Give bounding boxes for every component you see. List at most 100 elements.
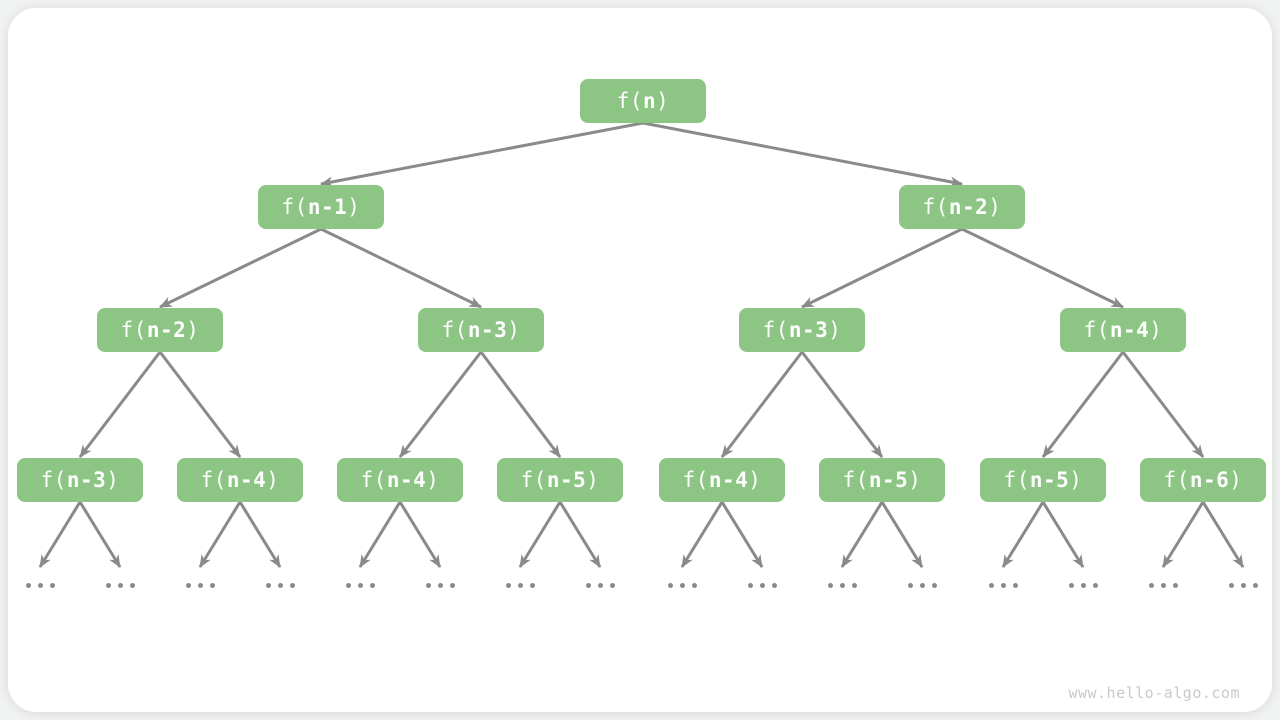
tree-node-c4: f(n-5) (497, 458, 623, 502)
diagram-card (8, 8, 1272, 712)
tree-edge-b1-c2 (158, 351, 242, 458)
node-label-pre: f( (1163, 468, 1190, 492)
node-label-pre: f( (922, 195, 949, 219)
tree-edge-c1-e1 (38, 501, 82, 568)
tree-node-b2: f(n-3) (418, 308, 544, 352)
node-label-arg: n-6 (1189, 468, 1230, 492)
ellipsis-dot (1160, 582, 1166, 588)
node-label-arg: n-2 (146, 318, 187, 342)
tree-node-b3: f(n-3) (739, 308, 865, 352)
ellipsis-dot (1252, 582, 1258, 588)
ellipsis-dot (25, 582, 31, 588)
node-label-arg: n-2 (948, 195, 989, 219)
ellipsis-e6 (425, 582, 455, 588)
tree-edge-a1-b2 (320, 227, 482, 309)
ellipsis-dot (277, 582, 283, 588)
ellipsis-dot (1068, 582, 1074, 588)
tree-edge-c7-e13 (1001, 501, 1045, 568)
ellipsis-dot (851, 582, 857, 588)
node-label-pre: f( (520, 468, 547, 492)
ellipsis-dot (988, 582, 994, 588)
node-label-post: ) (266, 468, 280, 492)
ellipsis-dot (37, 582, 43, 588)
tree-edge-b2-c3 (398, 351, 483, 458)
tree-node-c8: f(n-6) (1140, 458, 1266, 502)
node-label-arg: n-3 (66, 468, 107, 492)
tree-node-c5: f(n-4) (659, 458, 785, 502)
ellipsis-dot (585, 582, 591, 588)
node-label-post: ) (1229, 468, 1243, 492)
ellipsis-dot (1240, 582, 1246, 588)
ellipsis-dot (609, 582, 615, 588)
node-label-post: ) (186, 318, 200, 342)
node-label-post: ) (656, 89, 670, 113)
tree-node-c2: f(n-4) (177, 458, 303, 502)
tree-edge-a2-b3 (801, 227, 963, 309)
ellipsis-e10 (747, 582, 777, 588)
ellipsis-dot (209, 582, 215, 588)
ellipsis-dot (1172, 582, 1178, 588)
ellipsis-dot (49, 582, 55, 588)
ellipsis-dot (1012, 582, 1018, 588)
tree-edge-c3-e6 (398, 501, 442, 568)
tree-edge-c8-e15 (1161, 501, 1205, 568)
ellipsis-dot (1228, 582, 1234, 588)
node-label-arg: n-4 (226, 468, 267, 492)
tree-edge-a2-b4 (961, 227, 1124, 309)
tree-node-c7: f(n-5) (980, 458, 1106, 502)
ellipsis-dot (449, 582, 455, 588)
ellipsis-dot (931, 582, 937, 588)
ellipsis-dot (1148, 582, 1154, 588)
watermark: www.hello-algo.com (1068, 684, 1240, 702)
ellipsis-dot (1000, 582, 1006, 588)
ellipsis-dot (197, 582, 203, 588)
node-label-arg: n-1 (307, 195, 348, 219)
node-label-post: ) (988, 195, 1002, 219)
ellipsis-dot (919, 582, 925, 588)
ellipsis-e8 (585, 582, 615, 588)
node-label-arg: n-3 (788, 318, 829, 342)
node-label-arg: n-4 (386, 468, 427, 492)
ellipsis-e15 (1148, 582, 1178, 588)
ellipsis-e5 (345, 582, 375, 588)
tree-node-c3: f(n-4) (337, 458, 463, 502)
tree-node-root: f(n) (580, 79, 706, 123)
tree-edge-b2-c4 (479, 351, 562, 458)
node-label-pre: f( (616, 89, 643, 113)
tree-node-c6: f(n-5) (819, 458, 945, 502)
tree-edge-c6-e11 (840, 501, 884, 568)
ellipsis-dot (679, 582, 685, 588)
ellipsis-dot (345, 582, 351, 588)
ellipsis-dot (289, 582, 295, 588)
node-label-post: ) (748, 468, 762, 492)
ellipsis-dot (597, 582, 603, 588)
tree-edge-b4-c8 (1121, 351, 1205, 458)
ellipsis-dot (425, 582, 431, 588)
node-label-pre: f( (441, 318, 468, 342)
tree-edge-c8-e16 (1201, 501, 1245, 568)
node-label-arg: n-4 (708, 468, 749, 492)
node-label-pre: f( (682, 468, 709, 492)
ellipsis-dot (529, 582, 535, 588)
ellipsis-dot (1080, 582, 1086, 588)
ellipsis-e7 (505, 582, 535, 588)
node-label-arg: n-5 (546, 468, 587, 492)
ellipsis-dot (185, 582, 191, 588)
ellipsis-dot (839, 582, 845, 588)
node-label-post: ) (586, 468, 600, 492)
node-label-post: ) (507, 318, 521, 342)
tree-edge-c1-e2 (78, 501, 122, 568)
node-label-pre: f( (360, 468, 387, 492)
ellipsis-dot (369, 582, 375, 588)
tree-edge-b3-c6 (800, 351, 884, 458)
ellipsis-e2 (105, 582, 135, 588)
node-label-pre: f( (842, 468, 869, 492)
node-label-post: ) (908, 468, 922, 492)
ellipsis-dot (771, 582, 777, 588)
node-label-post: ) (347, 195, 361, 219)
ellipsis-dot (517, 582, 523, 588)
ellipsis-e9 (667, 582, 697, 588)
ellipsis-dot (747, 582, 753, 588)
node-label-post: ) (1069, 468, 1083, 492)
